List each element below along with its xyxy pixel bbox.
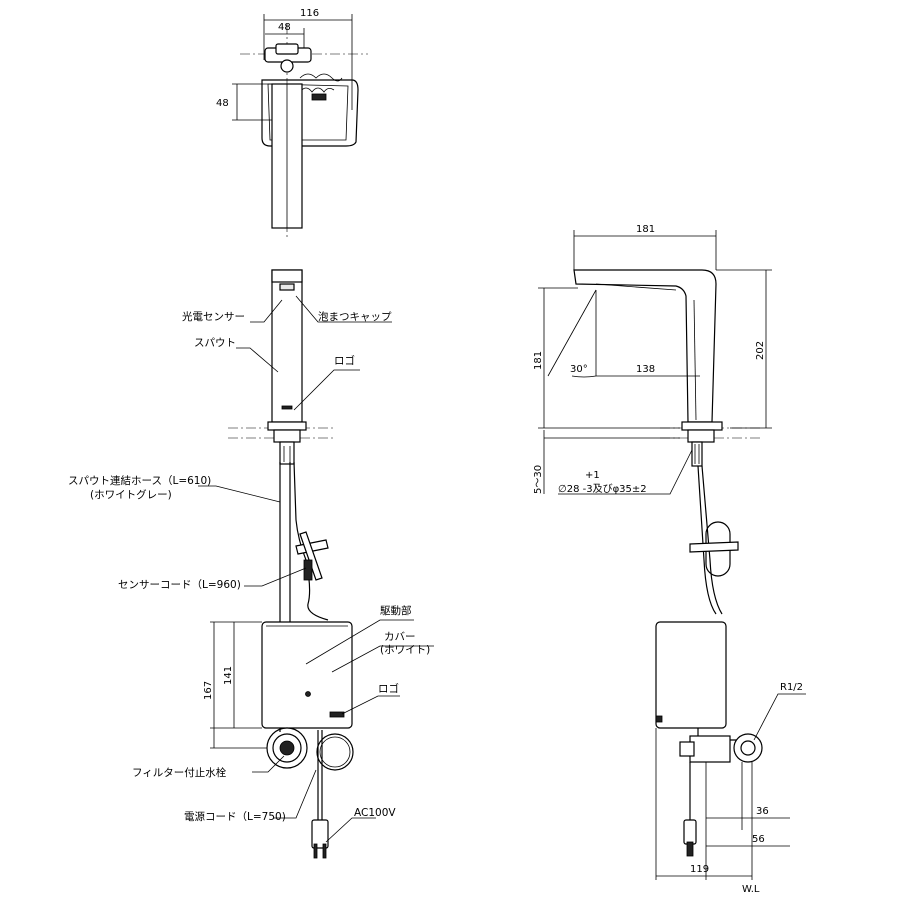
label-cover: カバー — [384, 631, 416, 643]
dim-front-unit-body: 141 — [223, 666, 234, 685]
label-logo-spout: ロゴ — [334, 354, 355, 367]
label-power: AC100V — [354, 807, 396, 819]
label-logo-cover: ロゴ — [378, 682, 399, 695]
label-wall-line: W.L — [742, 884, 760, 895]
dim-side-spout-reach: 181 — [636, 224, 655, 235]
top-view: 116 48 48 — [216, 8, 368, 240]
dim-side-pipe-thread: R1/2 — [780, 682, 803, 693]
dim-side-offset-56: 56 — [752, 834, 765, 845]
label-filter-valve: フィルター付止水栓 — [132, 766, 227, 779]
dim-top-spout-width: 48 — [278, 22, 291, 33]
label-hose: スパウト連結ホース（L=610) — [68, 474, 211, 487]
label-photo-sensor: 光電センサー — [182, 310, 245, 323]
label-hose-color: (ホワイトグレー) — [90, 488, 172, 501]
dim-side-hole-spec: ∅28 -3及びφ35±2 — [558, 483, 647, 495]
dim-top-depth: 48 — [216, 98, 229, 109]
dim-side-angle: 30° — [570, 364, 588, 375]
label-power-cord: 電源コード（L=750) — [184, 810, 286, 823]
front-view: 167 141 光電センサー 泡まつキャップ スパウト ロゴ スパウト連結ホース… — [68, 269, 434, 859]
label-cover-color: (ホワイト) — [380, 644, 430, 656]
dim-side-outlet-reach: 138 — [636, 364, 655, 375]
dim-front-unit-total: 167 — [203, 681, 214, 700]
dim-side-counter-thickness: 5～30 — [533, 465, 544, 494]
dim-top-width: 116 — [300, 8, 319, 19]
dim-side-height-total: 202 — [755, 341, 766, 360]
label-sensor-cord: センサーコード（L=960) — [118, 579, 241, 591]
label-drive-unit: 駆動部 — [380, 604, 412, 617]
dim-side-hole-tolerance: +1 — [585, 470, 600, 481]
label-aerator-cap: 泡まつキャップ — [318, 310, 392, 323]
dim-side-height-outlet: 181 — [533, 351, 544, 370]
label-spout: スパウト — [194, 337, 236, 349]
side-view: 181 202 181 30° 138 5～30 +1 ∅28 -3及びφ35±… — [533, 224, 806, 895]
dim-side-offset-36: 36 — [756, 806, 769, 817]
dim-side-offset-119: 119 — [690, 864, 709, 875]
